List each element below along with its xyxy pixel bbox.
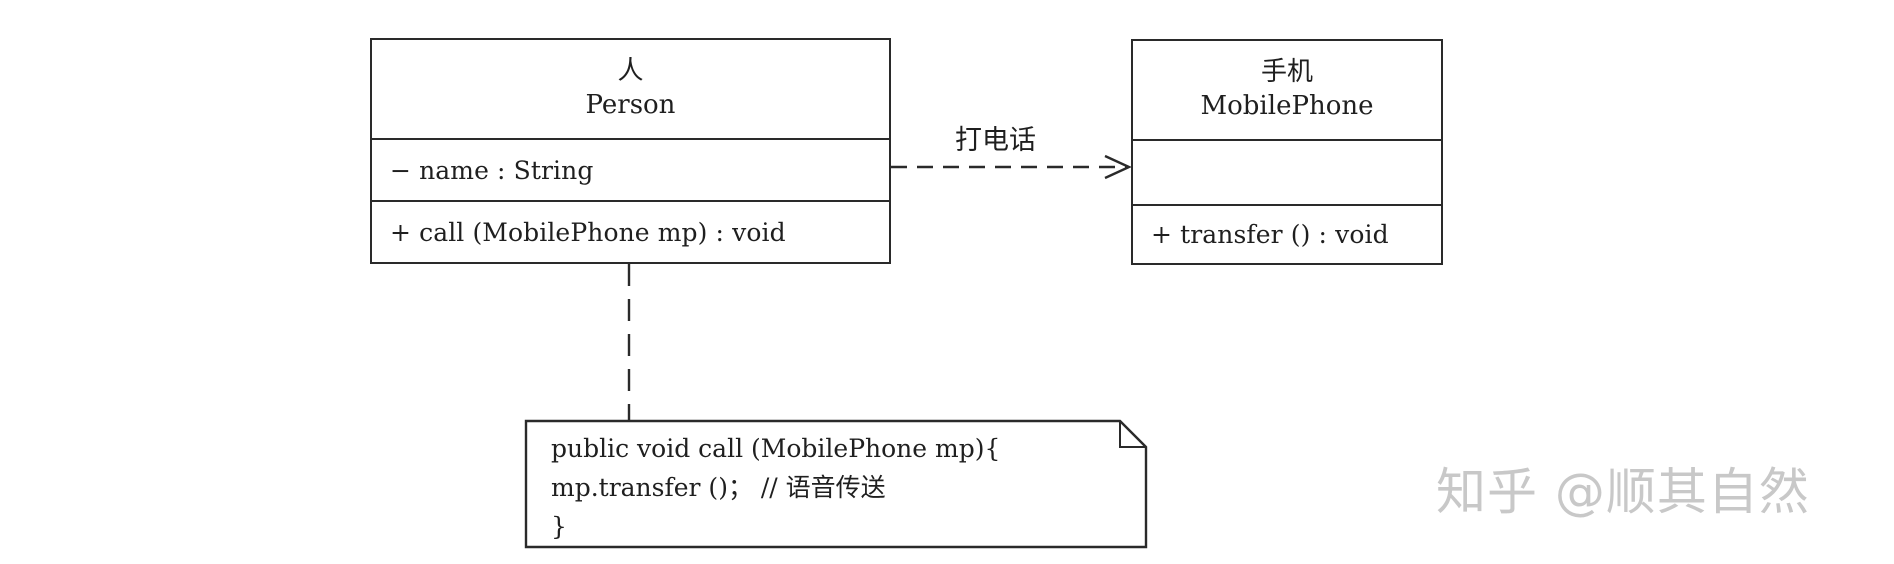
person-class: 人 Person − name : String + call (MobileP… <box>370 38 891 264</box>
mobile-phone-operation-transfer: + transfer () : void <box>1151 220 1389 249</box>
person-class-name-cn: 人 <box>617 56 644 87</box>
dependency-arrowhead <box>1104 154 1132 180</box>
mobile-phone-class-name-en: MobilePhone <box>1200 91 1374 121</box>
person-class-name: 人 Person <box>372 40 889 138</box>
mobile-phone-class-name-cn: 手机 <box>1260 57 1313 88</box>
mobile-phone-attributes <box>1133 139 1441 204</box>
person-operation-call: + call (MobilePhone mp) : void <box>390 217 786 247</box>
note-line-3: } <box>551 512 567 541</box>
code-note: public void call (MobilePhone mp){ mp.tr… <box>524 419 1148 549</box>
mobile-phone-class: 手机 MobilePhone + transfer () : void <box>1131 39 1443 265</box>
person-attribute-name: − name : String <box>390 155 594 185</box>
watermark: 知乎 @顺其自然 <box>1436 463 1810 521</box>
person-operations: + call (MobilePhone mp) : void <box>372 200 889 262</box>
dependency-label: 打电话 <box>955 125 1036 156</box>
note-shape <box>524 419 1148 549</box>
person-attributes: − name : String <box>372 138 889 200</box>
mobile-phone-operations: + transfer () : void <box>1133 204 1441 263</box>
note-line-2: mp.transfer ()； // 语音传送 <box>551 473 886 502</box>
person-class-name-en: Person <box>585 90 676 120</box>
note-text: public void call (MobilePhone mp){ mp.tr… <box>551 429 1000 546</box>
note-line-1: public void call (MobilePhone mp){ <box>551 434 1001 463</box>
mobile-phone-class-name: 手机 MobilePhone <box>1133 41 1441 139</box>
